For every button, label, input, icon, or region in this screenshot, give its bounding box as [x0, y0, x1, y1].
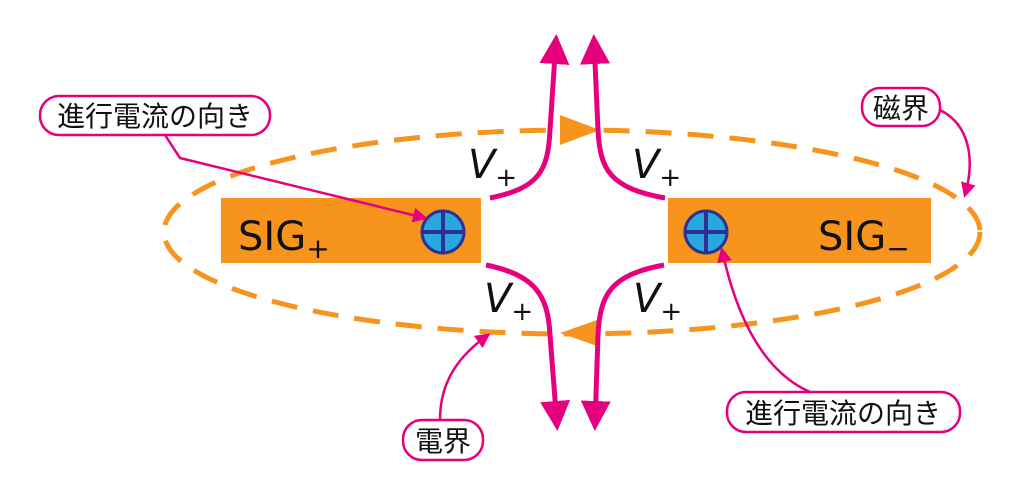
callout-magnetic: 磁界 — [860, 86, 942, 128]
svg-text:V+: V+ — [632, 142, 681, 193]
voltage-subscript: + — [511, 297, 533, 327]
callout-electric-text: 電界 — [415, 425, 471, 458]
voltage-subscript: + — [659, 163, 681, 193]
callout-leader-current-right — [717, 247, 811, 394]
voltage-subscript: + — [495, 163, 517, 193]
sig-minus-subscript: − — [886, 232, 909, 265]
voltage-label: V — [633, 276, 663, 322]
voltage-label: V — [632, 142, 662, 188]
callout-current-right: 進行電流の向き — [725, 390, 962, 434]
current-into-page-icon-right — [683, 209, 729, 255]
field-line-bottom-right — [580, 262, 665, 431]
voltage-label: V — [468, 142, 498, 188]
svg-text:SIG+: SIG+ — [238, 214, 330, 265]
svg-text:V+: V+ — [633, 276, 682, 327]
svg-text:V+: V+ — [484, 276, 533, 327]
voltage-subscript: + — [660, 297, 682, 327]
callout-current-left-text: 進行電流の向き — [57, 100, 253, 133]
callout-electric: 電界 — [401, 418, 485, 462]
svg-text:SIG−: SIG− — [818, 214, 910, 265]
magnetic-direction-arrow-left — [560, 319, 600, 347]
callout-current-right-text: 進行電流の向き — [745, 397, 941, 430]
callout-magnetic-text: 磁界 — [873, 92, 929, 125]
field-line-top-right — [580, 34, 666, 201]
sig-minus-label: SIG — [818, 214, 886, 260]
sig-plus-subscript: + — [306, 232, 329, 265]
electric-field-lines — [485, 34, 666, 431]
callout-leader-current-left — [163, 134, 428, 223]
field-line-top-left — [489, 34, 570, 201]
callout-leader-magnetic — [939, 108, 976, 198]
magnetic-direction-arrow-right — [560, 115, 600, 145]
callout-current-left: 進行電流の向き — [38, 94, 272, 137]
svg-text:V+: V+ — [468, 142, 517, 193]
current-into-page-icon-left — [420, 209, 466, 255]
field-line-bottom-left — [485, 262, 571, 431]
sig-plus-label: SIG — [238, 214, 306, 260]
callout-leader-electric — [438, 333, 491, 421]
voltage-label: V — [484, 276, 514, 322]
